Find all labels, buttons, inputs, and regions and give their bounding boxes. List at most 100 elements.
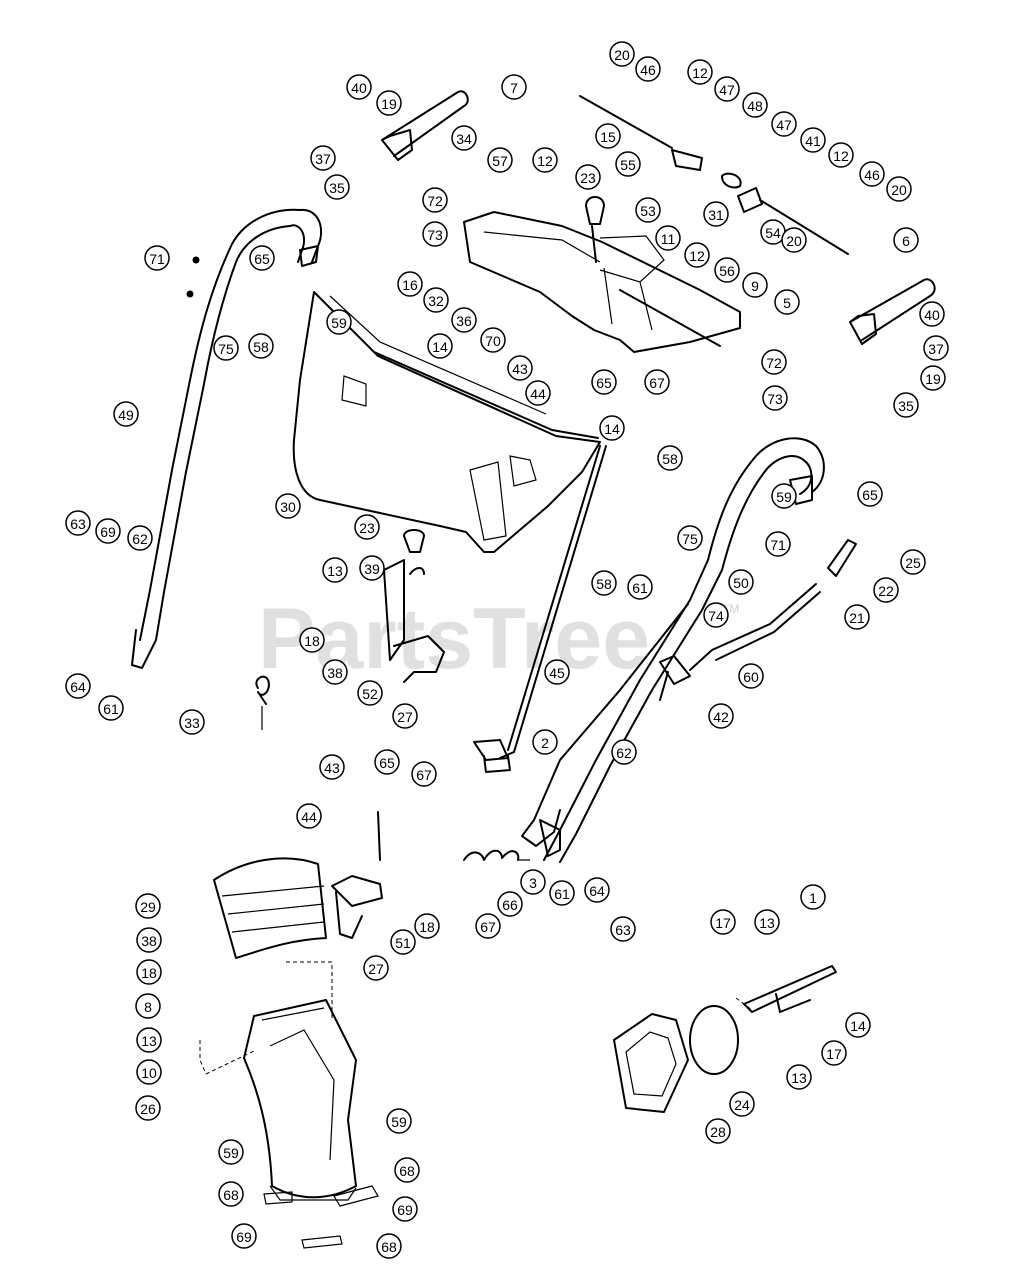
callout-part-12: 12 bbox=[687, 59, 713, 85]
callout-part-70: 70 bbox=[480, 327, 506, 353]
callout-number: 61 bbox=[103, 701, 119, 717]
callout-circle bbox=[708, 703, 734, 729]
callout-circle bbox=[705, 1118, 731, 1144]
callout-part-63: 63 bbox=[610, 916, 636, 942]
callout-circle bbox=[65, 673, 91, 699]
right-handle-part bbox=[543, 437, 825, 863]
callout-number: 69 bbox=[236, 1229, 252, 1245]
callout-part-8: 8 bbox=[135, 993, 161, 1019]
callout-circle bbox=[136, 959, 162, 985]
callout-part-69: 69 bbox=[95, 518, 121, 544]
callout-circle bbox=[144, 245, 170, 271]
callout-number: 49 bbox=[118, 407, 134, 423]
callout-circle bbox=[310, 145, 336, 171]
callout-circle bbox=[644, 369, 670, 395]
callout-number: 57 bbox=[492, 153, 508, 169]
callout-circle bbox=[376, 1233, 402, 1259]
callout-number: 48 bbox=[747, 98, 763, 114]
callout-part-66: 66 bbox=[497, 891, 523, 917]
callout-number: 17 bbox=[826, 1046, 842, 1062]
callout-part-9: 9 bbox=[742, 272, 768, 298]
callout-part-13: 13 bbox=[136, 1027, 162, 1053]
callout-number: 14 bbox=[432, 339, 448, 355]
callout-circle bbox=[845, 1012, 871, 1038]
callout-part-67: 67 bbox=[644, 369, 670, 395]
callout-circle bbox=[742, 92, 768, 118]
callout-number: 19 bbox=[381, 96, 397, 112]
callout-part-65: 65 bbox=[249, 245, 275, 271]
callout-part-44: 44 bbox=[525, 380, 551, 406]
callout-circle bbox=[346, 74, 372, 100]
callout-part-7: 7 bbox=[501, 74, 527, 100]
callout-circle bbox=[738, 663, 764, 689]
callout-part-44: 44 bbox=[296, 803, 322, 829]
callout-number: 35 bbox=[898, 398, 914, 414]
callout-part-14: 14 bbox=[427, 333, 453, 359]
callout-part-61: 61 bbox=[549, 880, 575, 906]
callout-circle bbox=[423, 287, 449, 313]
callout-circle bbox=[771, 483, 797, 509]
callout-part-46: 46 bbox=[859, 161, 885, 187]
callout-number: 20 bbox=[786, 233, 802, 249]
callout-circle bbox=[65, 510, 91, 536]
callout-circle bbox=[677, 525, 703, 551]
callout-number: 69 bbox=[100, 524, 116, 540]
callout-part-52: 52 bbox=[357, 680, 383, 706]
callout-part-38: 38 bbox=[136, 927, 162, 953]
callout-number: 61 bbox=[632, 580, 648, 596]
callout-circle bbox=[390, 929, 416, 955]
callout-number: 59 bbox=[391, 1114, 407, 1130]
callout-circle bbox=[95, 518, 121, 544]
callout-number: 3 bbox=[529, 875, 537, 891]
callout-number: 29 bbox=[140, 899, 156, 915]
callout-circle bbox=[487, 147, 513, 173]
headlight-lens-part bbox=[689, 1005, 739, 1075]
callout-number: 23 bbox=[580, 170, 596, 186]
callout-number: 37 bbox=[315, 151, 331, 167]
callout-number: 31 bbox=[708, 207, 724, 223]
callout-circle bbox=[575, 164, 601, 190]
callout-number: 58 bbox=[662, 451, 678, 467]
callout-number: 35 bbox=[329, 180, 345, 196]
callout-circle bbox=[655, 225, 681, 251]
callout-part-12: 12 bbox=[532, 147, 558, 173]
callout-part-20: 20 bbox=[781, 227, 807, 253]
callout-circle bbox=[501, 74, 527, 100]
callout-number: 9 bbox=[751, 278, 759, 294]
callout-part-19: 19 bbox=[920, 365, 946, 391]
callout-circle bbox=[520, 869, 546, 895]
callout-number: 73 bbox=[767, 391, 783, 407]
callout-circle bbox=[615, 151, 641, 177]
chute-part bbox=[243, 999, 357, 1199]
callout-part-28: 28 bbox=[705, 1118, 731, 1144]
callout-part-34: 34 bbox=[451, 125, 477, 151]
callout-part-71: 71 bbox=[765, 531, 791, 557]
callout-part-18: 18 bbox=[299, 627, 325, 653]
callout-number: 63 bbox=[615, 922, 631, 938]
callout-part-59: 59 bbox=[218, 1139, 244, 1165]
callout-part-16: 16 bbox=[397, 271, 423, 297]
callout-number: 43 bbox=[324, 760, 340, 776]
callout-circle bbox=[480, 327, 506, 353]
callout-circle bbox=[394, 1157, 420, 1183]
callout-circle bbox=[687, 59, 713, 85]
callout-number: 43 bbox=[512, 361, 528, 377]
callout-circle bbox=[591, 369, 617, 395]
callout-part-59: 59 bbox=[326, 309, 352, 335]
callout-part-68: 68 bbox=[218, 1181, 244, 1207]
callout-number: 13 bbox=[327, 563, 343, 579]
callout-number: 27 bbox=[397, 709, 413, 725]
callout-part-5: 5 bbox=[774, 289, 800, 315]
callout-circle bbox=[923, 335, 949, 361]
callout-part-15: 15 bbox=[595, 123, 621, 149]
callout-part-67: 67 bbox=[475, 913, 501, 939]
callout-number: 40 bbox=[351, 80, 367, 96]
callout-number: 71 bbox=[149, 251, 165, 267]
callout-number: 18 bbox=[141, 965, 157, 981]
callout-part-51: 51 bbox=[390, 929, 416, 955]
callout-part-6: 6 bbox=[893, 227, 919, 253]
callout-number: 32 bbox=[428, 293, 444, 309]
callout-circle bbox=[886, 176, 912, 202]
callout-circle bbox=[135, 1095, 161, 1121]
